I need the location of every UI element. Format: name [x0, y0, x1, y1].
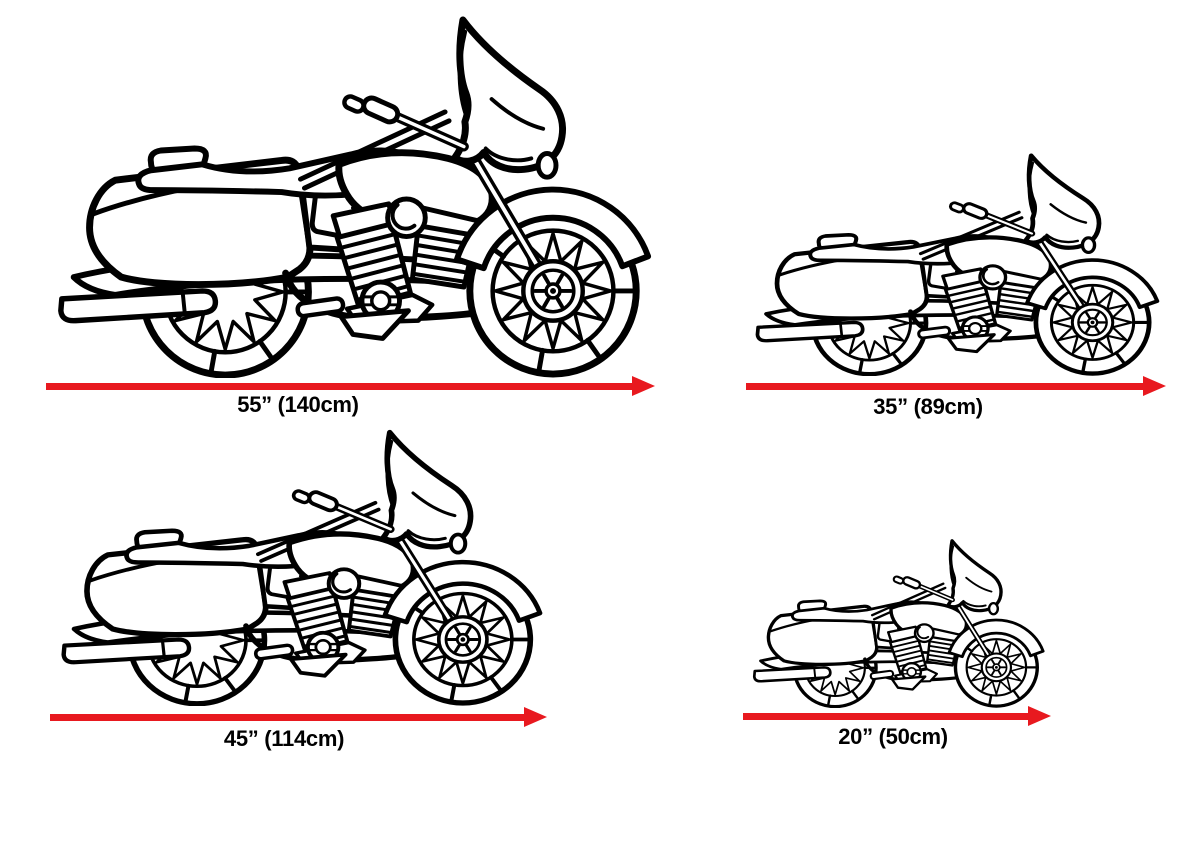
- measurement-arrow-shaft: [46, 383, 632, 390]
- arrow-head-icon: [1028, 706, 1051, 726]
- arrow-head-icon: [524, 707, 547, 727]
- measurement-label: 35” (89cm): [873, 394, 983, 419]
- motorcycle-line-art-icon: [746, 538, 1048, 708]
- measurement-arrow-shaft: [746, 383, 1143, 390]
- arrow-head-icon: [1143, 376, 1166, 396]
- measurement-label: 55” (140cm): [237, 392, 359, 417]
- measurement-arrow-shaft: [50, 714, 524, 721]
- measurement-label: 20” (50cm): [838, 724, 948, 749]
- measurement-arrow-shaft: [743, 713, 1028, 720]
- measurement-label: 45” (114cm): [223, 726, 345, 751]
- arrow-head-icon: [632, 376, 655, 396]
